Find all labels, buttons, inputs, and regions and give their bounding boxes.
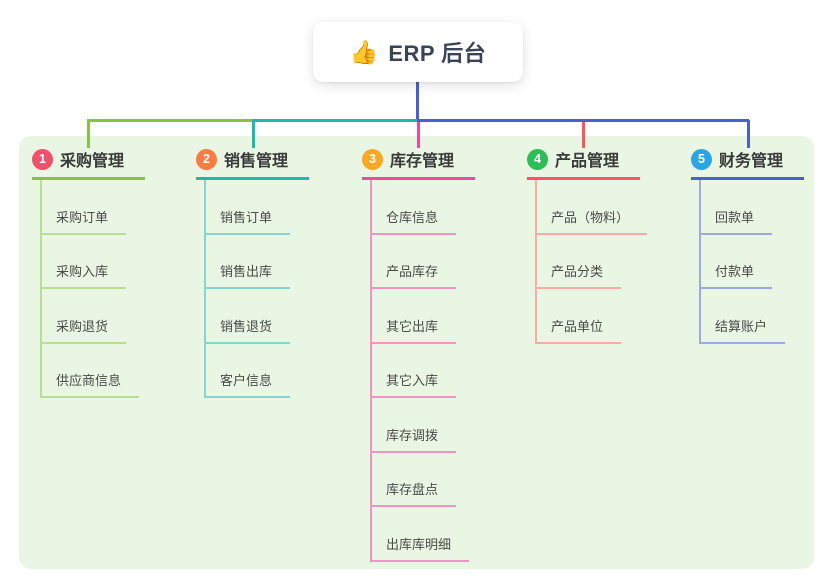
branch-drop-line: [582, 120, 585, 148]
branch-drop-line: [417, 120, 420, 148]
item-row: 仓库信息: [370, 180, 475, 235]
branch-5: 5 财务管理回款单付款单结算账户: [691, 147, 804, 344]
branch-items: 产品（物料） 产品分类产品单位: [535, 180, 648, 344]
root-connector-line: [416, 82, 419, 121]
branch-label: 采购管理: [60, 153, 125, 170]
item-row: 产品库存: [370, 235, 475, 289]
item-row: 客户信息: [204, 344, 309, 398]
branch-1: 1 采购管理采购订单采购入库采购退货供应商信息: [32, 147, 145, 398]
root-node[interactable]: 👍 ERP 后台: [313, 22, 523, 82]
branch-number-badge: 3: [362, 148, 383, 170]
item-node[interactable]: 其它入库: [370, 370, 457, 398]
bus-segment: [252, 119, 419, 122]
item-node[interactable]: 库存调拨: [370, 425, 457, 453]
branch-label: 产品管理: [555, 153, 620, 170]
item-node[interactable]: 采购订单: [40, 207, 127, 235]
item-node[interactable]: 出库库明细: [370, 534, 470, 562]
branch-drop-line: [747, 120, 750, 148]
branch-3: 3 库存管理仓库信息产品库存其它出库其它入库库存调拨库存盘点出库库明细: [362, 147, 475, 562]
item-node[interactable]: 其它出库: [370, 316, 457, 344]
branch-items: 回款单付款单结算账户: [699, 180, 804, 344]
branch-header[interactable]: 1 采购管理: [32, 147, 145, 180]
item-row: 库存调拨: [370, 398, 475, 453]
branch-items: 采购订单采购入库采购退货供应商信息: [40, 180, 145, 398]
item-row: 结算账户: [699, 289, 804, 344]
item-node[interactable]: 产品库存: [370, 261, 457, 289]
item-row: 产品分类: [535, 235, 647, 289]
thumbs-up-icon: 👍: [349, 38, 379, 65]
branch-header[interactable]: 2 销售管理: [196, 147, 309, 180]
item-node[interactable]: 客户信息: [204, 370, 291, 398]
items-connector-line: [204, 180, 206, 398]
item-row: 采购退货: [40, 289, 145, 344]
item-node[interactable]: 销售出库: [204, 261, 291, 289]
bus-segment: [417, 119, 749, 122]
root-title: ERP 后台: [388, 41, 487, 66]
item-node[interactable]: 采购入库: [40, 261, 127, 289]
branch-label: 财务管理: [719, 153, 784, 170]
branch-number-badge: 4: [527, 148, 548, 170]
item-row: 其它入库: [370, 344, 475, 398]
branch-number-badge: 5: [691, 148, 712, 170]
branch-header[interactable]: 4 产品管理: [527, 147, 640, 180]
item-node[interactable]: 销售订单: [204, 207, 291, 235]
branch-2: 2 销售管理销售订单销售出库销售退货客户信息: [196, 147, 309, 398]
item-row: 库存盘点: [370, 453, 475, 507]
items-connector-line: [370, 180, 372, 562]
item-row: 其它出库: [370, 289, 475, 344]
item-row: 销售出库: [204, 235, 309, 289]
branch-header[interactable]: 5 财务管理: [691, 147, 804, 180]
branch-label: 库存管理: [390, 153, 455, 170]
item-node[interactable]: 供应商信息: [40, 370, 140, 398]
item-row: 采购入库: [40, 235, 145, 289]
branch-number-badge: 2: [196, 148, 217, 170]
branch-drop-line: [252, 120, 255, 148]
item-node[interactable]: 产品单位: [535, 316, 622, 344]
branches-panel: [19, 136, 814, 569]
item-row: 出库库明细: [370, 507, 475, 562]
item-row: 产品单位: [535, 289, 647, 344]
branch-number-badge: 1: [32, 148, 53, 170]
item-node[interactable]: 产品分类: [535, 261, 622, 289]
item-node[interactable]: 销售退货: [204, 316, 291, 344]
item-row: 回款单: [699, 180, 804, 235]
item-row: 供应商信息: [40, 344, 145, 398]
bus-segment: [87, 119, 254, 122]
branch-header[interactable]: 3 库存管理: [362, 147, 475, 180]
branch-items: 销售订单销售出库销售退货客户信息: [204, 180, 309, 398]
items-connector-line: [40, 180, 42, 398]
items-connector-line: [535, 180, 537, 344]
item-row: 付款单: [699, 235, 804, 289]
item-row: 销售订单: [204, 180, 309, 235]
item-node[interactable]: 付款单: [699, 261, 773, 289]
item-row: 销售退货: [204, 289, 309, 344]
item-row: 采购订单: [40, 180, 145, 235]
item-node[interactable]: 回款单: [699, 207, 773, 235]
item-node[interactable]: 结算账户: [699, 316, 786, 344]
items-connector-line: [699, 180, 701, 344]
item-row: 产品（物料）: [535, 180, 648, 235]
branch-items: 仓库信息产品库存其它出库其它入库库存调拨库存盘点出库库明细: [370, 180, 475, 562]
item-node[interactable]: 库存盘点: [370, 479, 457, 507]
branch-4: 4 产品管理产品（物料） 产品分类产品单位: [527, 147, 648, 344]
item-node[interactable]: 产品（物料）: [535, 207, 648, 235]
branch-label: 销售管理: [224, 153, 289, 170]
item-node[interactable]: 仓库信息: [370, 207, 457, 235]
item-node[interactable]: 采购退货: [40, 316, 127, 344]
branch-drop-line: [87, 120, 90, 148]
